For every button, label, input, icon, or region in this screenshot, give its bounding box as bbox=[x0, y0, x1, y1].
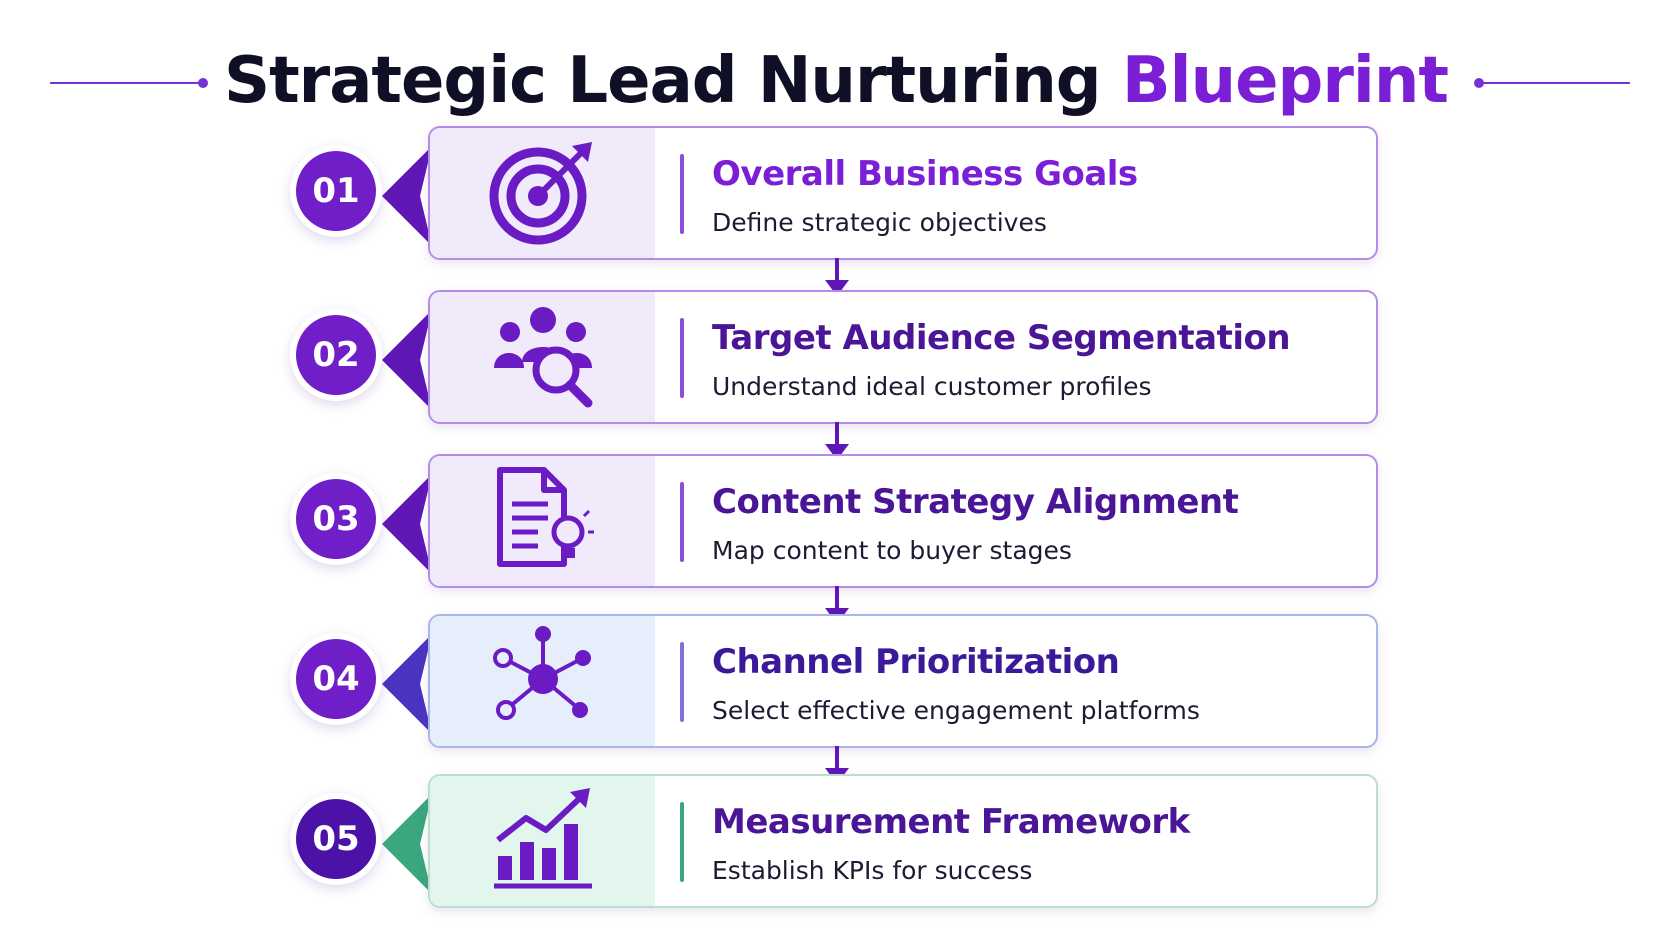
step-pointer bbox=[382, 474, 432, 574]
title-rule-right bbox=[1480, 82, 1630, 84]
step-divider bbox=[680, 154, 684, 234]
step-card: Content Strategy Alignment Map content t… bbox=[428, 454, 1378, 588]
document-lightbulb-icon bbox=[488, 464, 598, 578]
step-02: 02 Target Audience Segmentation Understa… bbox=[0, 290, 1672, 424]
step-pointer bbox=[382, 794, 432, 894]
step-subtitle: Establish KPIs for success bbox=[712, 856, 1033, 885]
step-title: Content Strategy Alignment bbox=[712, 482, 1239, 522]
step-subtitle: Map content to buyer stages bbox=[712, 536, 1072, 565]
step-card: Overall Business Goals Define strategic … bbox=[428, 126, 1378, 260]
step-pointer bbox=[382, 310, 432, 410]
audience-search-icon bbox=[488, 300, 598, 414]
step-subtitle: Select effective engagement platforms bbox=[712, 696, 1200, 725]
header: Strategic Lead Nurturing Blueprint bbox=[0, 18, 1672, 118]
step-title: Target Audience Segmentation bbox=[712, 318, 1291, 358]
step-number-badge: 05 bbox=[296, 799, 376, 879]
step-divider bbox=[680, 318, 684, 398]
flow-arrow bbox=[825, 422, 849, 460]
step-title: Overall Business Goals bbox=[712, 154, 1138, 194]
step-number-badge: 03 bbox=[296, 479, 376, 559]
step-number-badge: 04 bbox=[296, 639, 376, 719]
step-divider bbox=[680, 802, 684, 882]
step-icon-panel bbox=[430, 616, 655, 746]
title-accent: Blueprint bbox=[1121, 44, 1449, 118]
step-subtitle: Understand ideal customer profiles bbox=[712, 372, 1152, 401]
step-subtitle: Define strategic objectives bbox=[712, 208, 1047, 237]
title-rule-left bbox=[50, 82, 200, 84]
step-title: Channel Prioritization bbox=[712, 642, 1120, 682]
step-pointer bbox=[382, 634, 432, 734]
title-main: Strategic Lead Nurturing bbox=[223, 44, 1102, 118]
step-icon-panel bbox=[430, 128, 655, 258]
title-rule-right-dot bbox=[1474, 78, 1484, 88]
network-nodes-icon bbox=[488, 624, 598, 738]
step-icon-panel bbox=[430, 456, 655, 586]
step-divider bbox=[680, 642, 684, 722]
step-05: 05 Measurement Framework Establish KPIs … bbox=[0, 774, 1672, 908]
growth-chart-icon bbox=[488, 784, 598, 898]
flow-arrow bbox=[825, 258, 849, 296]
step-card: Channel Prioritization Select effective … bbox=[428, 614, 1378, 748]
step-title: Measurement Framework bbox=[712, 802, 1190, 842]
step-number-badge: 01 bbox=[296, 151, 376, 231]
step-divider bbox=[680, 482, 684, 562]
page-title: Strategic Lead Nurturing Blueprint bbox=[0, 36, 1672, 126]
target-arrow-icon bbox=[488, 136, 598, 250]
step-number-badge: 02 bbox=[296, 315, 376, 395]
step-04: 04 Channel Pri bbox=[0, 614, 1672, 748]
step-card: Target Audience Segmentation Understand … bbox=[428, 290, 1378, 424]
title-rule-left-dot bbox=[198, 78, 208, 88]
step-card: Measurement Framework Establish KPIs for… bbox=[428, 774, 1378, 908]
step-icon-panel bbox=[430, 776, 655, 906]
step-pointer bbox=[382, 146, 432, 246]
step-01: 01 Overall Business Goals Define strateg… bbox=[0, 126, 1672, 260]
step-icon-panel bbox=[430, 292, 655, 422]
step-03: 03 Content Strategy Align bbox=[0, 454, 1672, 588]
